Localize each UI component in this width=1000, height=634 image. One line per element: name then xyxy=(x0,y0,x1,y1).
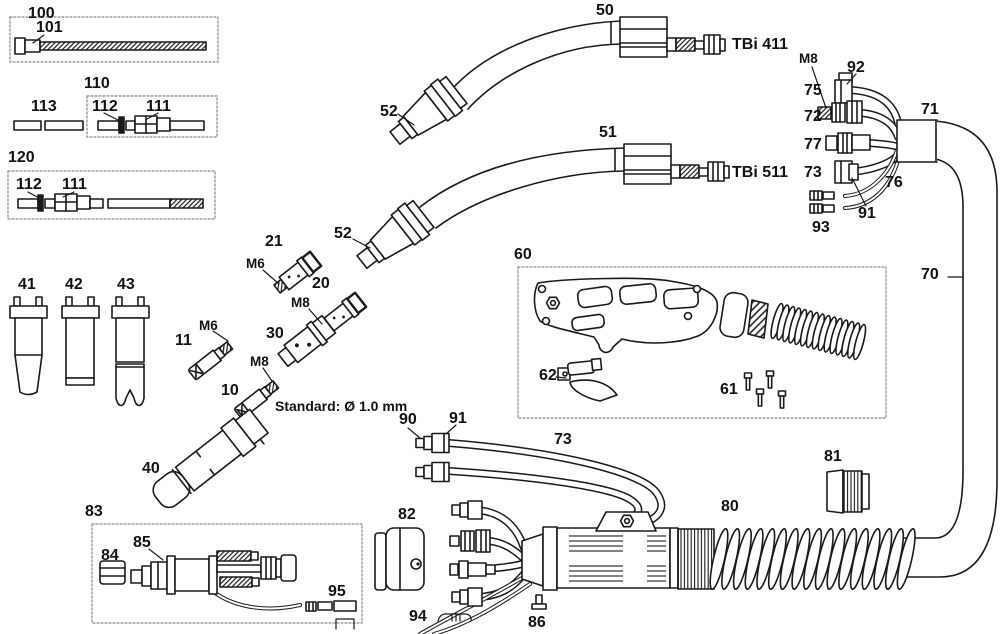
torch-neck-50 xyxy=(381,16,726,155)
box-60 xyxy=(517,266,887,419)
fitting-72 xyxy=(817,100,863,124)
nut-84 xyxy=(99,560,126,585)
handle-spring xyxy=(767,301,869,362)
box-110 xyxy=(86,95,218,138)
liner-101 xyxy=(14,37,207,55)
wire-guide-113 xyxy=(13,120,84,131)
nozzle-holder-40 xyxy=(152,408,269,509)
gas-nozzle-42 xyxy=(61,296,100,386)
bushing-81 xyxy=(826,469,870,514)
hose-fitting-cluster xyxy=(449,500,496,607)
torch-neck-51 xyxy=(348,143,730,279)
cable-split-71 xyxy=(896,119,938,163)
lead-wire-95 xyxy=(305,600,357,630)
euro-connector-body-80 xyxy=(521,511,715,591)
spade-terminals-93 xyxy=(809,190,835,214)
cable-assembly-70 xyxy=(902,120,998,578)
screw-86 xyxy=(531,594,547,610)
fitting-92-75 xyxy=(834,72,853,104)
wire-guide-120 xyxy=(17,193,204,212)
nut-82 xyxy=(374,527,425,591)
wire-guide-110 xyxy=(97,115,205,134)
trigger-62 xyxy=(557,357,618,402)
hose-fitting-90-91-a xyxy=(415,432,450,454)
hose-fitting-90-91-b xyxy=(415,461,450,483)
strain-relief-spring-80 xyxy=(705,526,920,592)
switch-assembly-85 xyxy=(130,550,302,611)
spring-clip-94 xyxy=(437,613,472,622)
leader-lines xyxy=(27,34,963,561)
gas-nozzle-43 xyxy=(111,296,150,407)
tip-holder-21 xyxy=(269,249,323,299)
gas-diffuser-30 xyxy=(277,314,337,368)
box-100 xyxy=(9,16,219,63)
contact-tip-11 xyxy=(187,339,235,381)
fitting-73 xyxy=(834,160,859,184)
gas-nozzle-41 xyxy=(9,296,48,396)
handle-shell-60 xyxy=(533,277,769,354)
box-120 xyxy=(7,170,216,220)
screws-61 xyxy=(743,370,787,409)
fitting-77 xyxy=(825,132,871,154)
box-83 xyxy=(91,523,363,624)
